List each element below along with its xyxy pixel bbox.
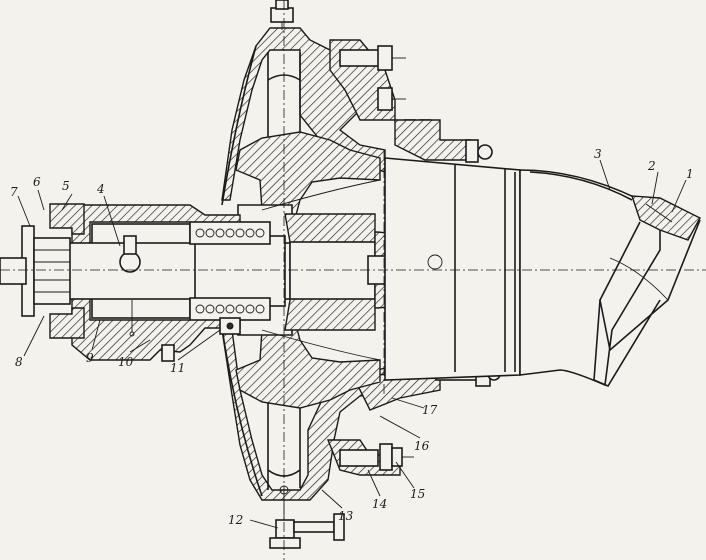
label-9: 9: [86, 351, 94, 365]
label-14: 14: [372, 497, 387, 511]
label-11: 11: [170, 361, 185, 375]
shaft-and-bearings: [29, 204, 413, 362]
label-8: 8: [15, 355, 23, 369]
label-17: 17: [422, 403, 438, 417]
roller-elements-bottom: [195, 304, 265, 314]
label-5: 5: [62, 179, 70, 193]
label-2: 2: [647, 159, 656, 173]
label-6: 6: [33, 175, 41, 189]
discharge-elbow: [384, 157, 701, 388]
roller-elements-top: [195, 228, 265, 238]
upper-flange-bolts: [329, 39, 493, 163]
label-16: 16: [414, 439, 430, 453]
label-1: 1: [686, 167, 694, 181]
label-7: 7: [10, 185, 18, 199]
label-12: 12: [228, 513, 243, 527]
part-labels: 1 2 3 4 5 6 7 8 9 10 11 12 13 14 15 16 1…: [10, 147, 694, 527]
label-10: 10: [118, 355, 134, 369]
label-4: 4: [96, 182, 105, 196]
label-13: 13: [338, 509, 354, 523]
label-3: 3: [594, 147, 602, 161]
coupling-flange: [0, 203, 85, 339]
leader-lines: [17, 159, 687, 529]
label-15: 15: [410, 487, 425, 501]
